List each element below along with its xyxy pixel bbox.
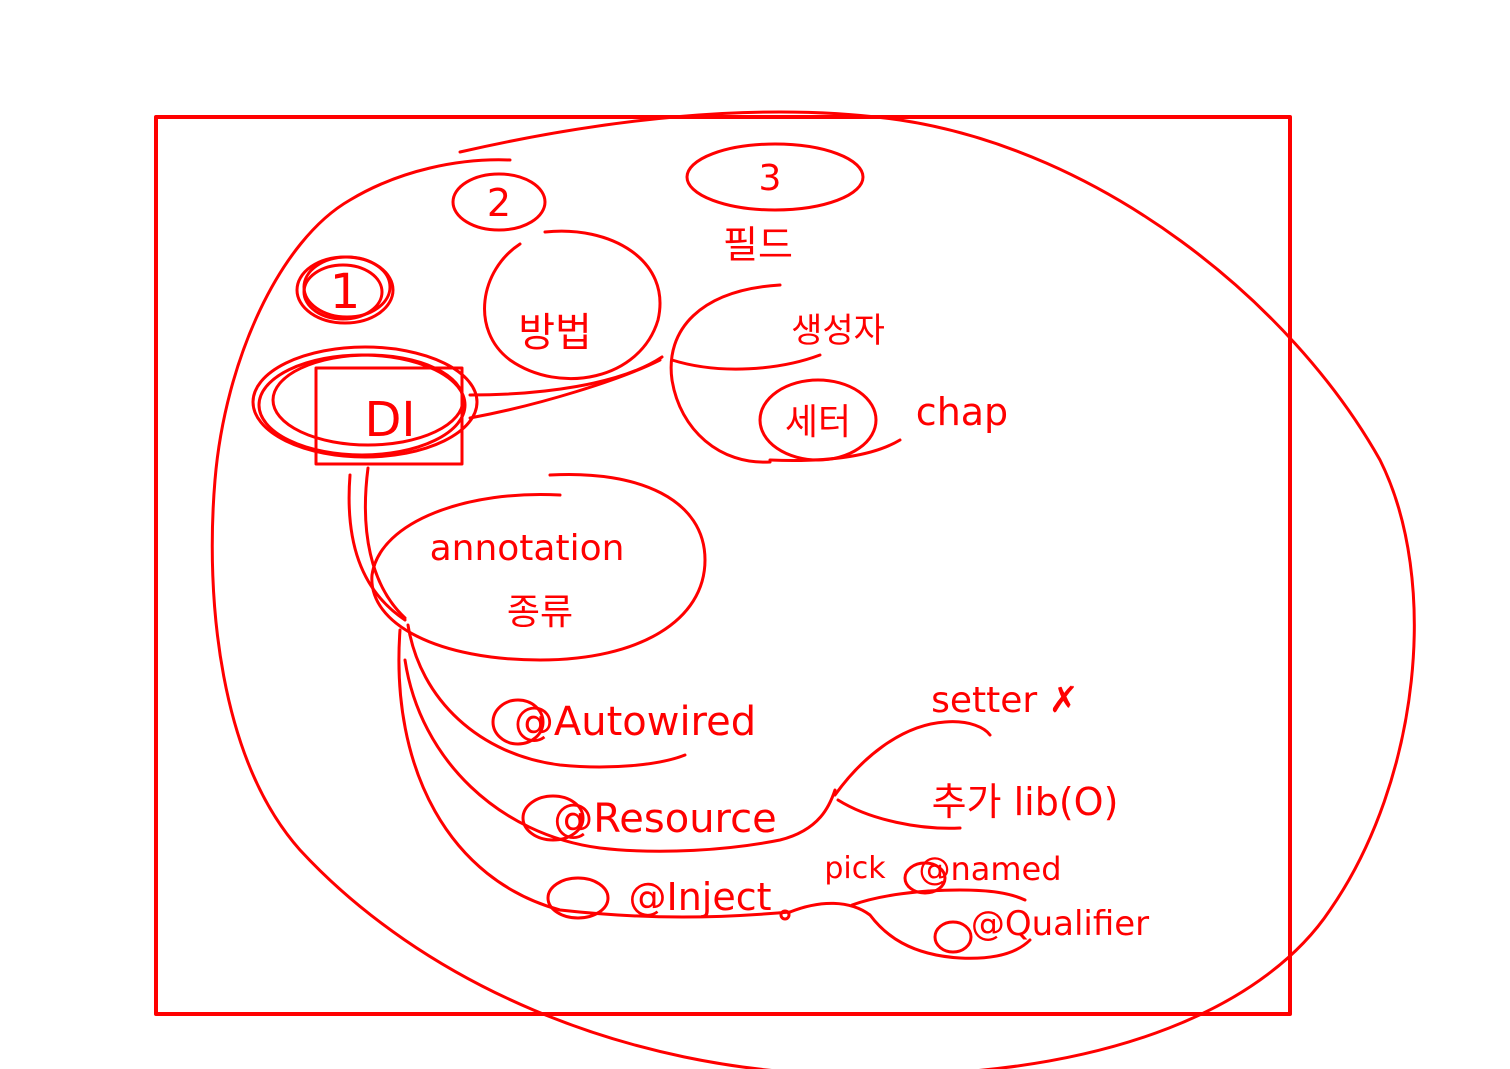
constructor-label: 생성자 (791, 311, 885, 351)
setter-label: 세터 (785, 402, 851, 443)
branch-resource (403, 658, 837, 853)
branch-inject (397, 628, 792, 919)
method-node: 방법 (483, 229, 662, 381)
field-bubble: 생성자 세터 chap (669, 283, 1008, 464)
autowired-label: @Autowired (514, 699, 756, 745)
autowired-item: @Autowired (491, 698, 756, 746)
qualifier-label: @Qualifier (971, 904, 1149, 944)
step-1-marker: 1 (295, 255, 395, 325)
named-item: @named (903, 850, 1062, 895)
enclosing-loop (210, 110, 1416, 1069)
resource-label: @Resource (553, 796, 776, 842)
resource-notes-connector-2 (836, 798, 962, 830)
method-label: 방법 (518, 310, 592, 356)
pick-label: pick (824, 851, 886, 886)
di-to-method-connector (468, 355, 664, 397)
step-2-label: 2 (487, 181, 511, 225)
add-lib-label: 추가 lib(O) (932, 780, 1119, 824)
step-2-marker: 2 (451, 172, 547, 232)
qualifier-item: @Qualifier (933, 904, 1149, 954)
named-label: @named (918, 850, 1061, 888)
inject-item: @Inject pick (546, 851, 1032, 960)
di-to-annotation-connector (347, 473, 407, 622)
di-to-method-connector-2 (468, 358, 662, 420)
frame-border (154, 115, 1292, 1016)
di-node: DI (251, 345, 479, 466)
step-1-label: 1 (330, 264, 361, 320)
step-3-marker: 3 (685, 142, 865, 212)
step-3-label: 3 (759, 158, 782, 199)
di-label: DI (364, 392, 415, 448)
setter-x-label: setter ✗ (931, 680, 1079, 721)
annotation-node: annotation 종류 (370, 472, 707, 662)
resource-item: @Resource (521, 794, 777, 842)
field-label: 필드 (723, 223, 793, 267)
resource-notes-connector (833, 720, 992, 797)
annotation-label: annotation (430, 528, 625, 569)
kinds-label: 종류 (507, 592, 573, 633)
setter-note-label: chap (916, 390, 1008, 434)
di-to-annotation-connector-2 (363, 466, 407, 620)
inject-label: @Inject (628, 875, 771, 919)
branch-autowired (406, 623, 687, 769)
